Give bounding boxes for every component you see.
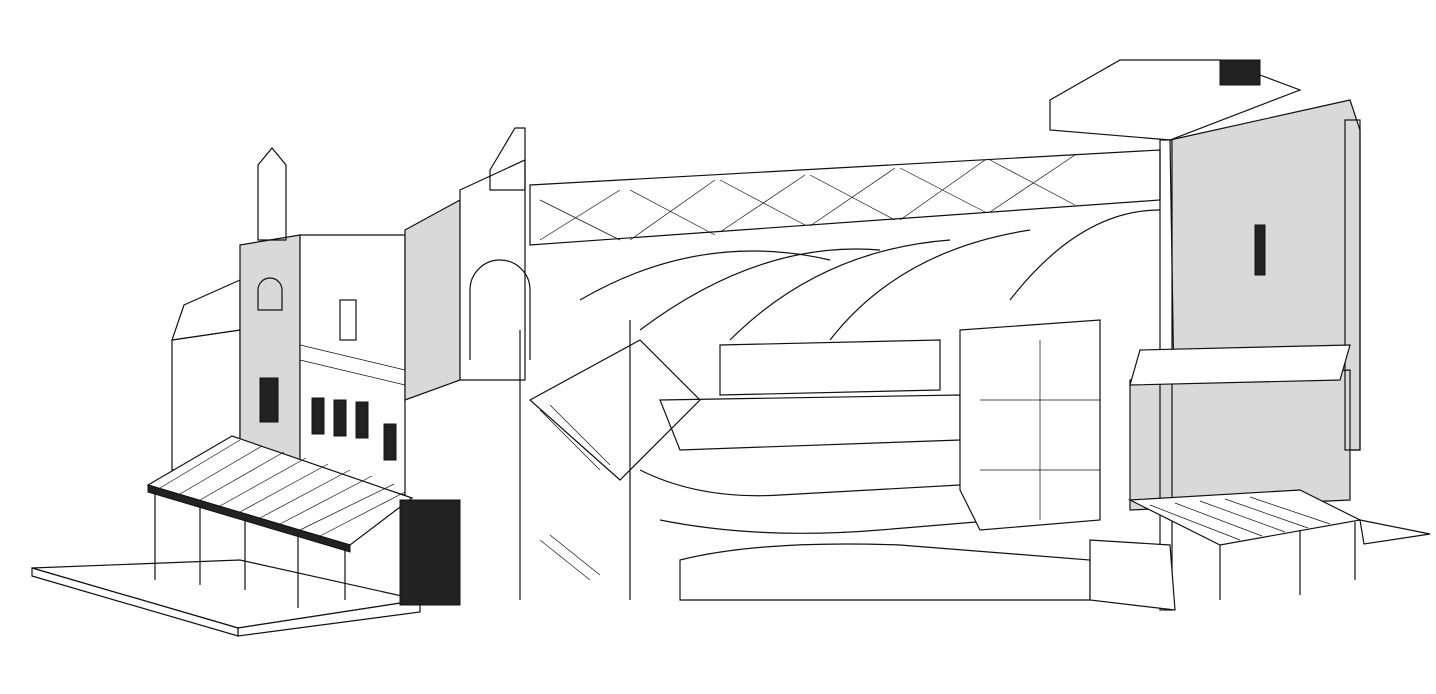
facade-windows	[257, 259, 531, 461]
stage-tower	[1049, 59, 1361, 611]
roof-truss	[529, 149, 1161, 341]
entrance-canopy	[146, 435, 461, 608]
left-facade	[171, 127, 531, 496]
side-pergola	[1089, 489, 1362, 611]
ground-slab	[31, 519, 1431, 637]
auditorium-balconies	[519, 319, 1101, 601]
